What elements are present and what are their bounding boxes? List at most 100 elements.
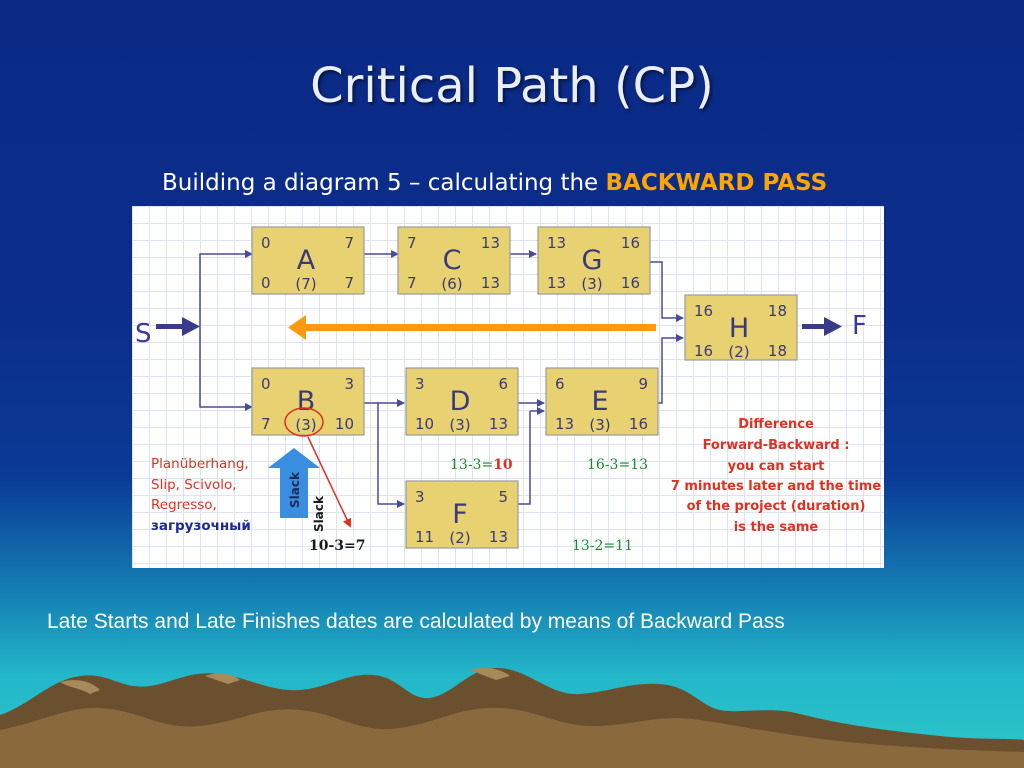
calc-b: 10-3=7 <box>309 538 366 554</box>
difference-line-6: is the same <box>734 520 819 535</box>
term-line-1: Planüberhang, <box>151 456 249 472</box>
node-early-finish: 5 <box>498 488 508 506</box>
node-late-start: 10 <box>415 415 434 433</box>
node-late-start: 7 <box>407 274 417 292</box>
node-name: B <box>297 386 316 417</box>
node-name: E <box>591 386 608 417</box>
slack-label-small: Slack <box>312 495 326 532</box>
activity-node-e: 6 9E 13 (3) 16 <box>545 367 659 436</box>
node-duration: (3) <box>589 416 610 434</box>
calc-e: 16-3=13 <box>587 457 648 473</box>
difference-line-5: of the project (duration) <box>687 499 866 514</box>
node-box <box>684 294 798 361</box>
node-duration: (2) <box>449 529 470 547</box>
node-early-start: 0 <box>261 375 271 393</box>
node-late-start: 7 <box>261 415 271 433</box>
calc-f: 13-2=11 <box>572 538 633 554</box>
difference-line-4: 7 minutes later and the time <box>671 479 881 494</box>
difference-line-3: you can start <box>728 459 825 474</box>
slack-terms: Planüberhang, Slip, Scivolo, Regresso, з… <box>151 456 251 534</box>
node-name: H <box>729 313 749 344</box>
node-duration: (3) <box>581 275 602 293</box>
activity-node-b: 0 3B 7 (3) 10 <box>251 367 365 436</box>
node-early-start: 3 <box>415 375 425 393</box>
node-name: A <box>297 245 316 276</box>
slide-footer-text: Late Starts and Late Finishes dates are … <box>47 610 785 633</box>
backward-pass-arrow <box>288 315 656 340</box>
mountain-landscape-decoration <box>0 667 1024 768</box>
node-early-start: 16 <box>694 302 713 320</box>
node-late-finish: 18 <box>768 342 787 360</box>
slide-title: Critical Path (CP) <box>310 58 714 114</box>
start-label: S <box>135 319 152 349</box>
node-late-finish: 13 <box>489 528 508 546</box>
node-early-finish: 7 <box>344 234 354 252</box>
activity-node-d: 3 6D 10 (3) 13 <box>405 367 519 436</box>
node-early-start: 3 <box>415 488 425 506</box>
node-late-finish: 13 <box>481 274 500 292</box>
term-line-2: Slip, Scivolo, <box>151 477 237 493</box>
slack-pointer-arrow <box>307 436 352 528</box>
difference-line-1: Difference <box>738 417 814 432</box>
term-russian: загрузочный <box>151 518 251 534</box>
calc-d-value: 10 <box>493 457 513 473</box>
node-early-finish: 13 <box>481 234 500 252</box>
node-late-start: 16 <box>694 342 713 360</box>
node-box <box>251 367 365 436</box>
subtitle-highlight: BACKWARD PASS <box>605 170 828 196</box>
slack-label: Slack <box>288 471 302 508</box>
node-early-finish: 18 <box>768 302 787 320</box>
node-name: D <box>450 386 471 417</box>
calc-d: 13-3=10 <box>450 457 513 473</box>
node-duration: (2) <box>728 343 749 361</box>
node-late-start: 13 <box>547 274 566 292</box>
difference-line-2: Forward-Backward : <box>703 438 850 453</box>
node-early-finish: 6 <box>498 375 508 393</box>
node-late-finish: 16 <box>629 415 648 433</box>
node-early-start: 7 <box>407 234 417 252</box>
node-late-finish: 10 <box>335 415 354 433</box>
node-early-finish: 3 <box>344 375 354 393</box>
node-box <box>537 226 651 295</box>
node-box <box>251 226 365 295</box>
node-early-start: 0 <box>261 234 271 252</box>
node-late-finish: 16 <box>621 274 640 292</box>
node-duration: (3) <box>449 416 470 434</box>
node-name: G <box>582 245 603 276</box>
node-duration: (3) <box>295 416 316 434</box>
node-duration: (7) <box>295 275 316 293</box>
node-box <box>405 480 519 549</box>
node-late-start: 0 <box>261 274 271 292</box>
node-duration: (6) <box>441 275 462 293</box>
slack-up-arrow: Slack <box>268 448 320 518</box>
term-line-3: Regresso, <box>151 497 217 513</box>
node-name: F <box>452 499 468 530</box>
difference-note: Difference Forward-Backward : you can st… <box>671 417 881 535</box>
activity-node-f: 3 5F 11 (2) 13 <box>405 480 519 549</box>
node-early-finish: 9 <box>638 375 648 393</box>
calc-d-prefix: 13-3= <box>450 457 493 473</box>
node-name: C <box>443 245 462 276</box>
node-early-start: 13 <box>547 234 566 252</box>
node-late-start: 13 <box>555 415 574 433</box>
node-late-finish: 7 <box>344 274 354 292</box>
subtitle-prefix: Building a diagram 5 – calculating the <box>162 170 606 196</box>
finish-label: F <box>852 311 867 341</box>
finish-arrow <box>802 317 842 336</box>
node-box <box>545 367 659 436</box>
slack-highlight-circle <box>284 407 324 437</box>
node-early-start: 6 <box>555 375 565 393</box>
start-arrow <box>156 317 200 336</box>
node-box <box>405 367 519 436</box>
node-late-start: 11 <box>415 528 434 546</box>
node-late-finish: 13 <box>489 415 508 433</box>
node-early-finish: 16 <box>621 234 640 252</box>
node-box <box>397 226 511 295</box>
